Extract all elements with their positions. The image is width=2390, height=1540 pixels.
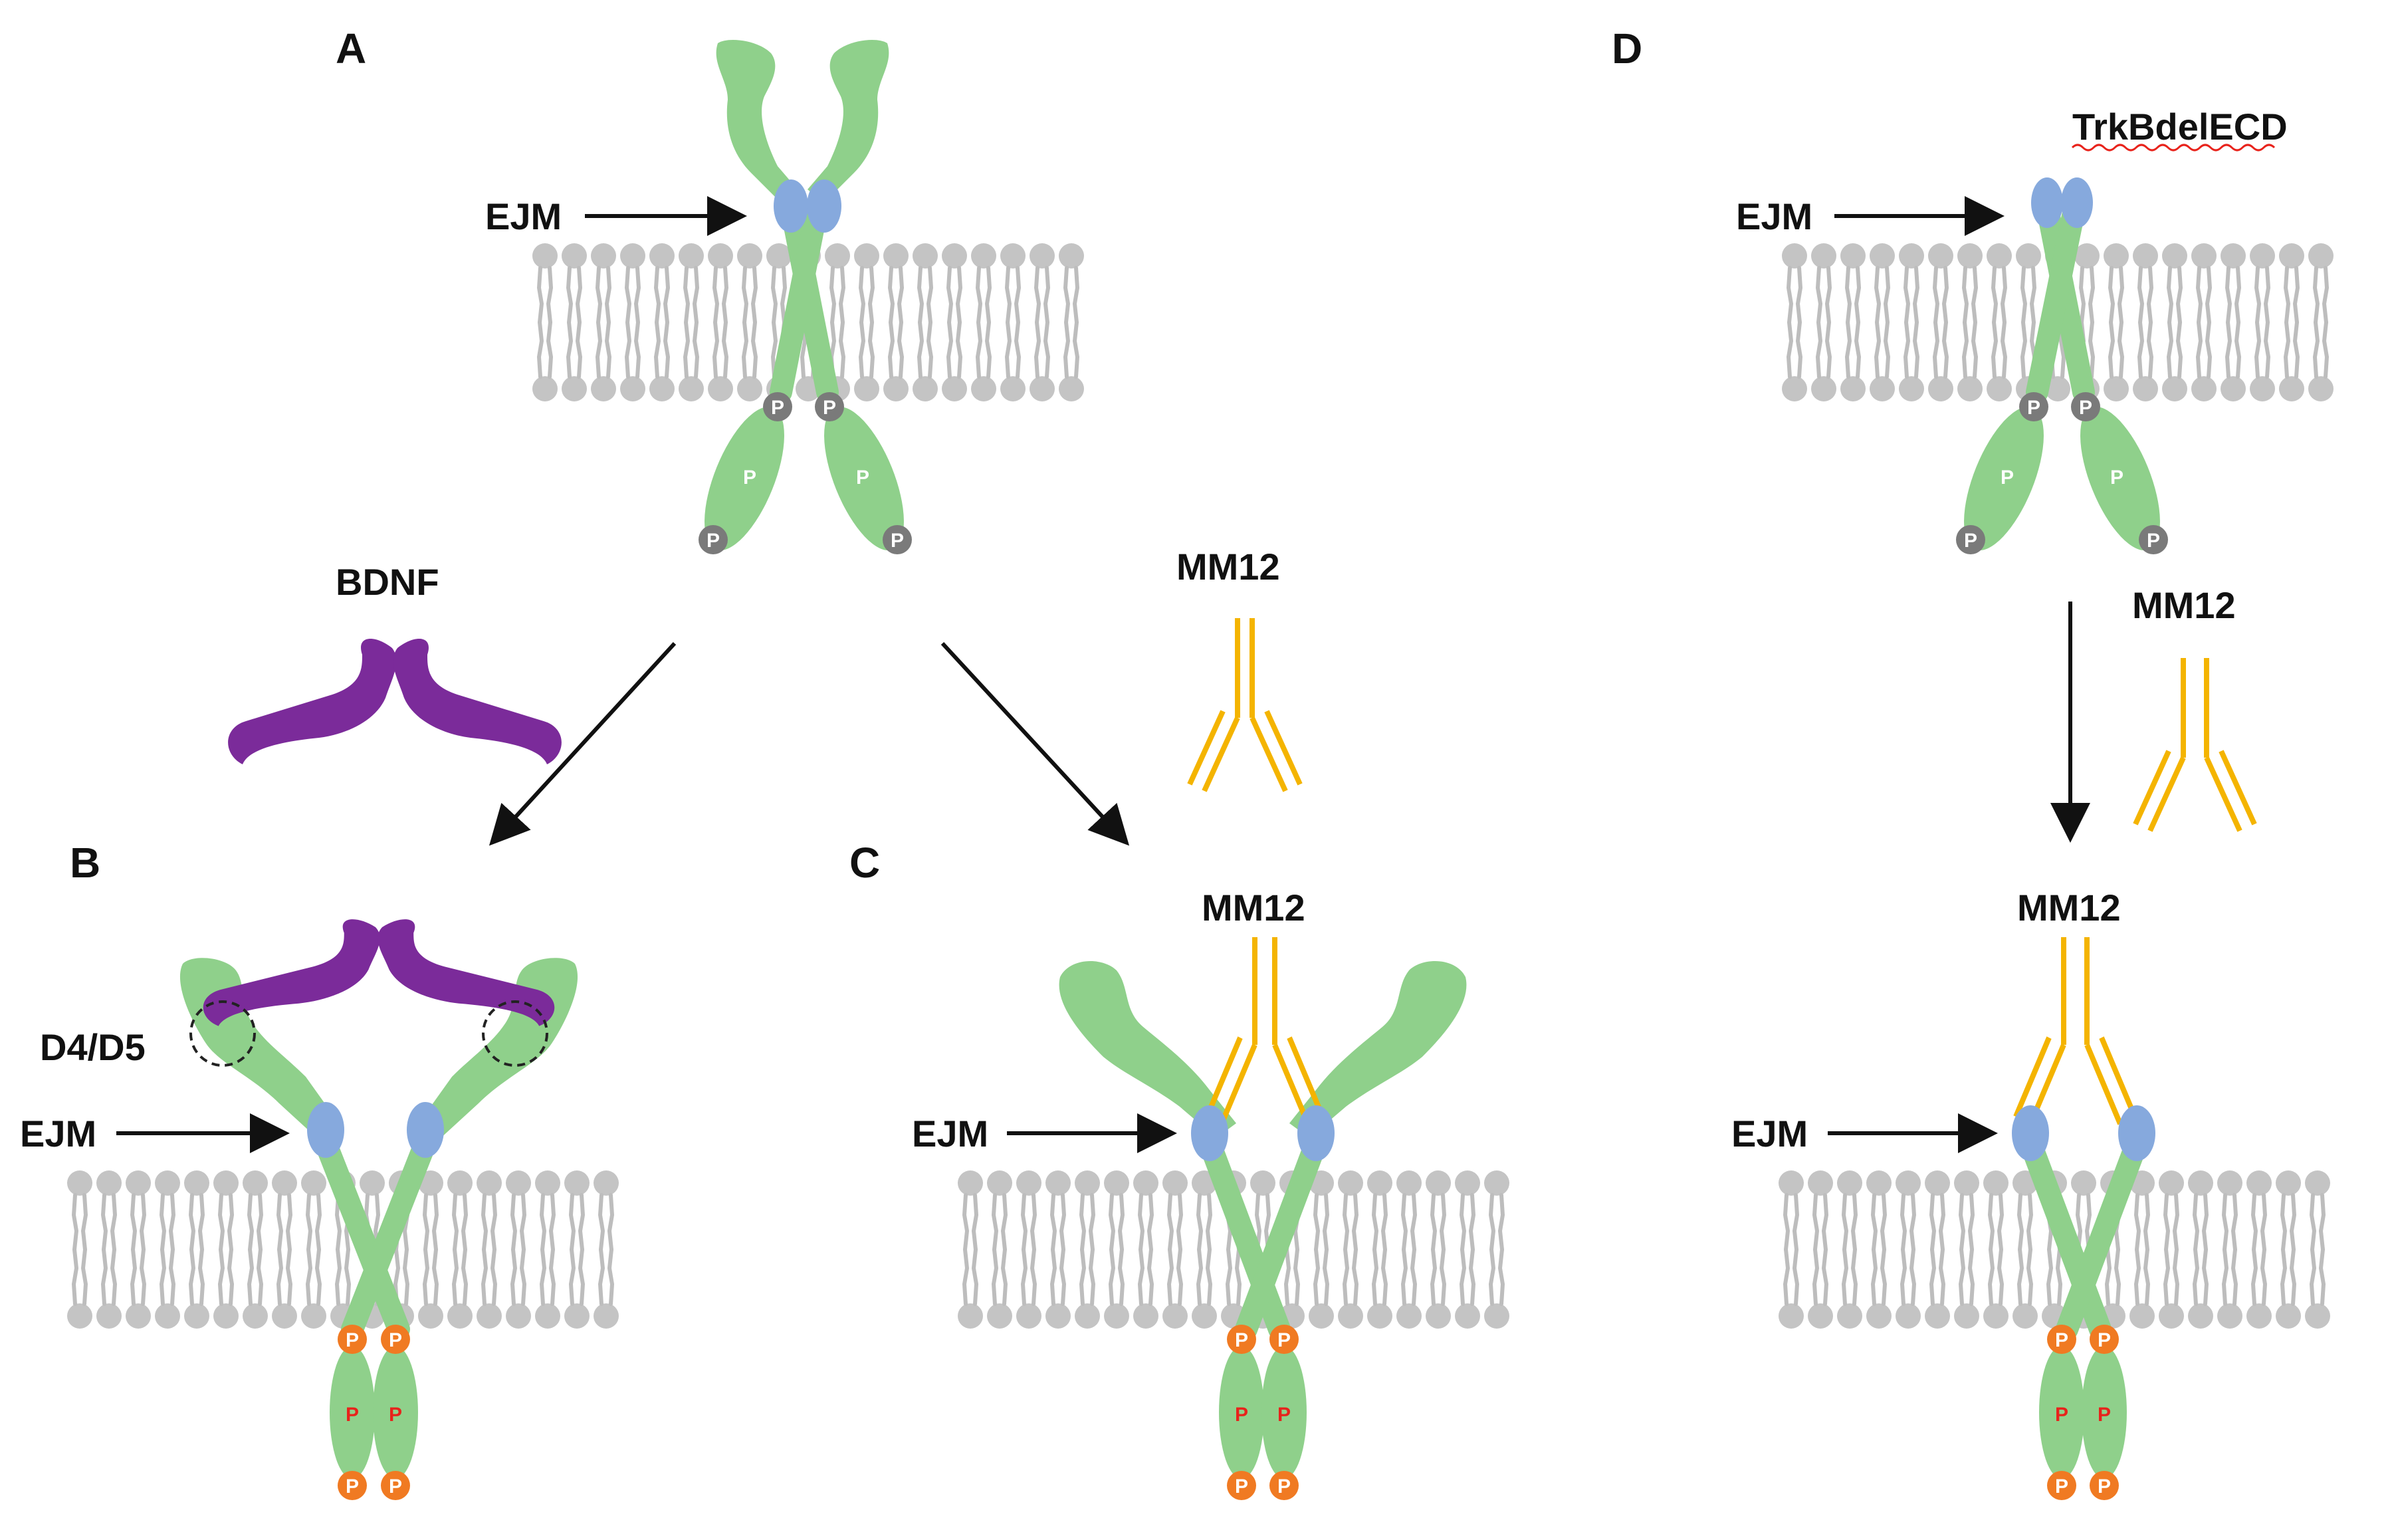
panel-b-ejm-label: EJM bbox=[20, 1113, 96, 1155]
svg-text:P: P bbox=[1235, 1476, 1248, 1497]
panel-d-construct-label: TrkBdelECD bbox=[2072, 106, 2288, 148]
svg-text:P: P bbox=[2147, 530, 2160, 552]
panel-a-letter: A bbox=[336, 25, 366, 72]
panel-c-mm12-bound-label: MM12 bbox=[1202, 887, 1305, 929]
panel-c-transmembrane bbox=[1198, 1132, 1327, 1341]
mm12-free-c-label: MM12 bbox=[1176, 546, 1280, 588]
svg-text:P: P bbox=[856, 467, 869, 489]
panel-d-ejm-bottom-label: EJM bbox=[1731, 1113, 1808, 1155]
panel-b: B D4/D5 EJM bbox=[20, 839, 619, 1500]
panel-b-d4d5-circle-left bbox=[189, 1000, 256, 1067]
panel-a-ejm-domain-right bbox=[807, 179, 841, 233]
panel-d-kinase-bottom-left bbox=[2039, 1346, 2084, 1479]
panel-d: D TrkBdelECD EJM P P P P P P bbox=[1612, 25, 2334, 1500]
panel-b-ejm-domain-right bbox=[407, 1102, 444, 1158]
panel-d-ejm-domain-bottom-left bbox=[2012, 1105, 2049, 1161]
panel-a-ejm-domain-left bbox=[774, 179, 808, 233]
panel-b-bdnf-bound bbox=[203, 919, 555, 1026]
panel-d-transmembrane-bottom bbox=[2019, 1132, 2148, 1341]
svg-text:P: P bbox=[2001, 467, 2014, 489]
arrow-a-to-c bbox=[940, 641, 1130, 846]
panel-d-phospho-bottom: P P P P P P bbox=[2047, 1325, 2119, 1500]
mm12-free-d: MM12 bbox=[2132, 584, 2254, 831]
panel-c-ejm-label: EJM bbox=[912, 1113, 988, 1155]
panel-c-letter: C bbox=[849, 839, 880, 887]
panel-b-ejm-domain-left bbox=[307, 1102, 344, 1158]
svg-text:P: P bbox=[2110, 467, 2123, 489]
panel-d-kinase-top-right bbox=[2080, 407, 2160, 550]
panel-a-kinase-left bbox=[705, 407, 784, 550]
panel-a-transmembrane bbox=[770, 195, 839, 403]
panel-c-mm12-bound bbox=[1207, 937, 1323, 1124]
svg-text:P: P bbox=[823, 397, 836, 419]
svg-text:P: P bbox=[2098, 1476, 2111, 1497]
panel-b-kinase-left bbox=[330, 1346, 375, 1479]
panel-c-kinase-left bbox=[1219, 1346, 1264, 1479]
panel-c: C MM12 EJM P P bbox=[849, 839, 1509, 1500]
svg-text:P: P bbox=[1964, 530, 1977, 552]
svg-text:P: P bbox=[1235, 1329, 1248, 1351]
panel-c-ejm-domain-right bbox=[1297, 1105, 1335, 1161]
trkb-ecd-left bbox=[716, 40, 798, 203]
panel-b-transmembrane bbox=[314, 1132, 437, 1341]
spellcheck-underline bbox=[2071, 144, 2276, 152]
svg-text:P: P bbox=[891, 530, 904, 552]
svg-text:P: P bbox=[1277, 1476, 1291, 1497]
panel-d-ejm-domain-bottom-right bbox=[2118, 1105, 2155, 1161]
svg-text:P: P bbox=[346, 1476, 359, 1497]
panel-a-ejm-label: EJM bbox=[485, 195, 562, 237]
svg-text:P: P bbox=[2098, 1329, 2111, 1351]
panel-d-letter: D bbox=[1612, 25, 1642, 72]
panel-c-phospho-sites: P P P P P P bbox=[1227, 1325, 1299, 1500]
trkb-ecd-right bbox=[808, 40, 889, 203]
svg-text:P: P bbox=[2055, 1476, 2068, 1497]
bdnf-label: BDNF bbox=[336, 561, 439, 603]
panel-c-ecd-left bbox=[1059, 961, 1236, 1138]
panel-d-kinase-bottom-right bbox=[2082, 1346, 2127, 1479]
panel-c-ejm-domain-left bbox=[1191, 1105, 1228, 1161]
panel-a-phospho-sites: P P P P P P bbox=[699, 392, 912, 554]
bdnf-free: BDNF bbox=[228, 561, 562, 764]
panel-d-ejm-domain-top-left bbox=[2031, 177, 2063, 228]
mm12-free-c: MM12 bbox=[1176, 546, 1300, 791]
svg-text:P: P bbox=[2098, 1404, 2111, 1426]
svg-text:P: P bbox=[2055, 1404, 2068, 1426]
svg-text:P: P bbox=[346, 1329, 359, 1351]
arrow-a-to-b bbox=[489, 641, 677, 846]
panel-a-kinase-right bbox=[824, 407, 904, 550]
svg-text:P: P bbox=[1277, 1329, 1291, 1351]
panel-d-mm12-bound bbox=[2016, 937, 2135, 1124]
panel-c-kinase-right bbox=[1261, 1346, 1307, 1479]
panel-b-letter: B bbox=[70, 839, 100, 887]
svg-text:P: P bbox=[389, 1404, 402, 1426]
svg-text:P: P bbox=[743, 467, 756, 489]
panel-b-kinase-right bbox=[373, 1346, 418, 1479]
panel-a: A EJM P P P bbox=[336, 25, 1084, 554]
panel-d-phospho-top: P P P P P P bbox=[1956, 392, 2168, 554]
svg-text:P: P bbox=[2027, 397, 2040, 419]
panel-d-ejm-top-label: EJM bbox=[1736, 195, 1812, 237]
panel-d-mm12-bound-label: MM12 bbox=[2017, 887, 2121, 929]
panel-b-d4d5-label: D4/D5 bbox=[40, 1026, 146, 1068]
svg-text:P: P bbox=[389, 1329, 402, 1351]
mm12-free-d-label: MM12 bbox=[2132, 584, 2236, 626]
panel-c-ecd-right bbox=[1289, 961, 1467, 1138]
svg-text:P: P bbox=[2055, 1329, 2068, 1351]
panel-d-transmembrane-top bbox=[2026, 195, 2095, 403]
svg-text:P: P bbox=[346, 1404, 359, 1426]
svg-text:P: P bbox=[1277, 1404, 1291, 1426]
svg-text:P: P bbox=[2079, 397, 2092, 419]
svg-text:P: P bbox=[771, 397, 784, 419]
panel-d-kinase-top-left bbox=[1964, 407, 2044, 550]
svg-text:P: P bbox=[1235, 1404, 1248, 1426]
panel-b-d4d5-circle-right bbox=[482, 1000, 548, 1067]
svg-text:P: P bbox=[706, 530, 720, 552]
panel-b-phospho-sites: P P P P P P bbox=[338, 1325, 410, 1500]
svg-text:P: P bbox=[389, 1476, 402, 1497]
panel-d-ejm-domain-top-right bbox=[2061, 177, 2093, 228]
